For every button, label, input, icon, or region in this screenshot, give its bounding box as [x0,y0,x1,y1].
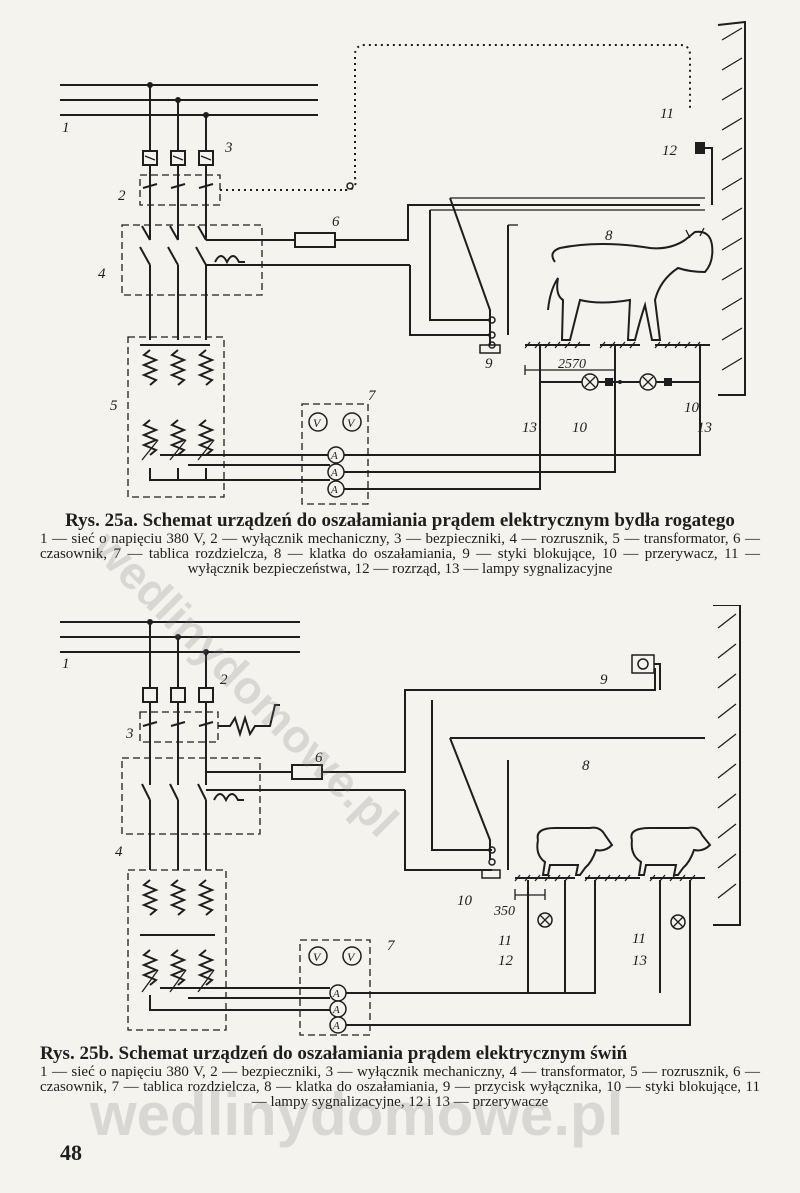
starter [121,757,405,870]
svg-text:350: 350 [493,904,515,919]
svg-text:4: 4 [115,844,123,860]
svg-text:12: 12 [498,953,514,969]
page-number: 48 [60,1140,82,1165]
svg-text:10: 10 [457,893,473,909]
starter [121,224,410,340]
mechanical-switch [139,704,280,743]
svg-text:13: 13 [632,953,647,969]
svg-text:7: 7 [368,388,377,404]
figure-b-title: Rys. 25b. Schemat urządzeń do oszałamian… [40,1043,628,1064]
fuses [142,687,214,703]
figure-a-legend: 1 — sieć o napięciu 380 V, 2 — wyłącznik… [40,531,760,577]
svg-text:V: V [313,950,322,964]
figure-a-title: Rys. 25a. Schemat urządzeń do oszałamian… [65,510,735,531]
svg-text:V: V [347,416,356,430]
svg-text:10: 10 [684,400,700,416]
schematic-cattle-stunning: V V A A A 1 2 3 4 5 6 7 8 [60,20,746,505]
svg-text:2: 2 [118,188,126,204]
floor-plates [514,874,705,930]
svg-text:11: 11 [660,106,674,122]
svg-text:A: A [332,1004,340,1016]
svg-text:A: A [332,988,340,1000]
svg-text:9: 9 [485,356,493,372]
svg-text:5: 5 [110,398,118,414]
svg-text:A: A [330,467,338,479]
mechanical-switch [139,44,691,206]
switchboard: V V A A A [301,345,701,505]
figure-b-legend: 1 — sieć o napięciu 380 V, 2 — bezpieczn… [40,1064,760,1110]
figure-a-caption: Rys. 25a. Schemat urządzeń do oszałamian… [40,510,760,577]
svg-text:6: 6 [332,214,340,230]
switchboard: V V A A A [299,880,691,1036]
svg-text:A: A [330,450,338,462]
figure-b-labels: 1 2 3 4 6 7 8 9 10 11 11 12 13 350 [62,656,647,969]
svg-text:7: 7 [387,938,396,954]
svg-text:3: 3 [224,140,233,156]
push-button [631,654,661,690]
svg-text:12: 12 [662,143,678,159]
cow-outline [547,227,714,341]
svg-text:2570: 2570 [558,357,586,372]
svg-text:10: 10 [572,420,588,436]
figure-a-labels: 1 2 3 4 5 6 7 8 9 10 10 11 12 13 13 2570 [62,106,712,436]
interlock-contacts [479,224,518,354]
mains-lines [60,84,318,116]
svg-text:8: 8 [605,228,613,244]
svg-text:6: 6 [315,750,323,766]
svg-text:13: 13 [697,420,712,436]
svg-text:11: 11 [632,931,646,947]
figure-b-caption: Rys. 25b. Schemat urządzeń do oszałamian… [40,1043,760,1110]
svg-text:8: 8 [582,758,590,774]
svg-text:A: A [330,484,338,496]
transformer [127,869,330,1031]
wall [713,605,741,926]
timer [291,668,705,879]
svg-text:2: 2 [220,672,228,688]
timer [294,197,705,345]
svg-text:11: 11 [498,933,512,949]
fuses [142,150,214,166]
svg-text:13: 13 [522,420,537,436]
wall [695,20,746,396]
transformer [127,336,330,498]
svg-text:4: 4 [98,266,106,282]
pig-outlines [536,826,712,876]
svg-text:9: 9 [600,672,608,688]
svg-text:3: 3 [125,726,134,742]
schematic-pig-stunning: V V A A A 1 2 3 4 6 7 8 9 10 11 11 12 13 [60,605,741,1036]
svg-text:V: V [313,416,322,430]
floor-plates [524,341,710,391]
svg-text:1: 1 [62,120,70,136]
svg-text:1: 1 [62,656,70,672]
svg-text:A: A [332,1020,340,1032]
svg-text:V: V [347,950,356,964]
